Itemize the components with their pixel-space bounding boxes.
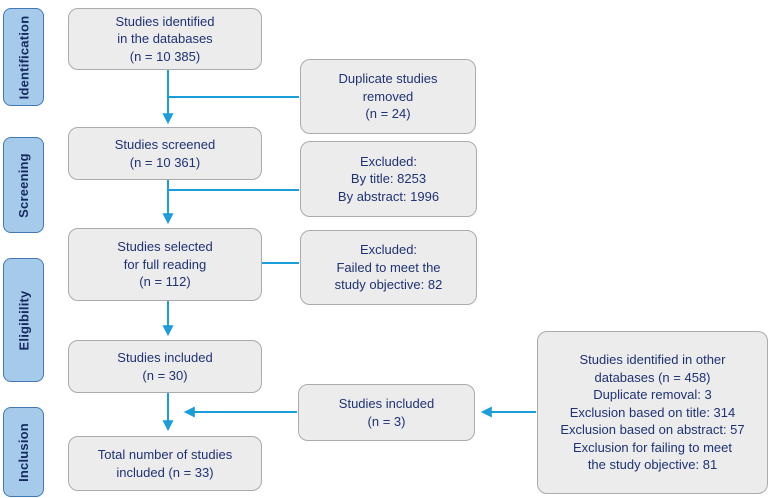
node-studies-selected: Studies selected for full reading (n = 1… — [68, 228, 262, 301]
stage-label-inclusion: Inclusion — [3, 407, 44, 497]
node-excluded-screening: Excluded: By title: 8253 By abstract: 19… — [300, 141, 477, 217]
stage-label-text: Screening — [16, 152, 31, 218]
stage-label-eligibility: Eligibility — [3, 258, 44, 382]
stage-label-screening: Screening — [3, 137, 44, 233]
node-other-databases: Studies identified in other databases (n… — [537, 331, 768, 494]
stage-label-text: Eligibility — [16, 290, 32, 350]
node-studies-screened: Studies screened (n = 10 361) — [68, 127, 262, 180]
stage-label-text: Identification — [16, 15, 32, 99]
node-studies-identified: Studies identified in the databases (n =… — [68, 8, 262, 70]
node-total-included: Total number of studies included (n = 33… — [68, 436, 262, 491]
node-studies-included: Studies included (n = 30) — [68, 340, 262, 393]
stage-label-text: Inclusion — [16, 422, 32, 482]
stage-label-identification: Identification — [3, 8, 44, 106]
node-duplicates-removed: Duplicate studies removed (n = 24) — [300, 59, 476, 134]
node-excluded-eligibility: Excluded: Failed to meet the study objec… — [300, 230, 477, 305]
node-studies-included-other: Studies included (n = 3) — [298, 384, 475, 441]
